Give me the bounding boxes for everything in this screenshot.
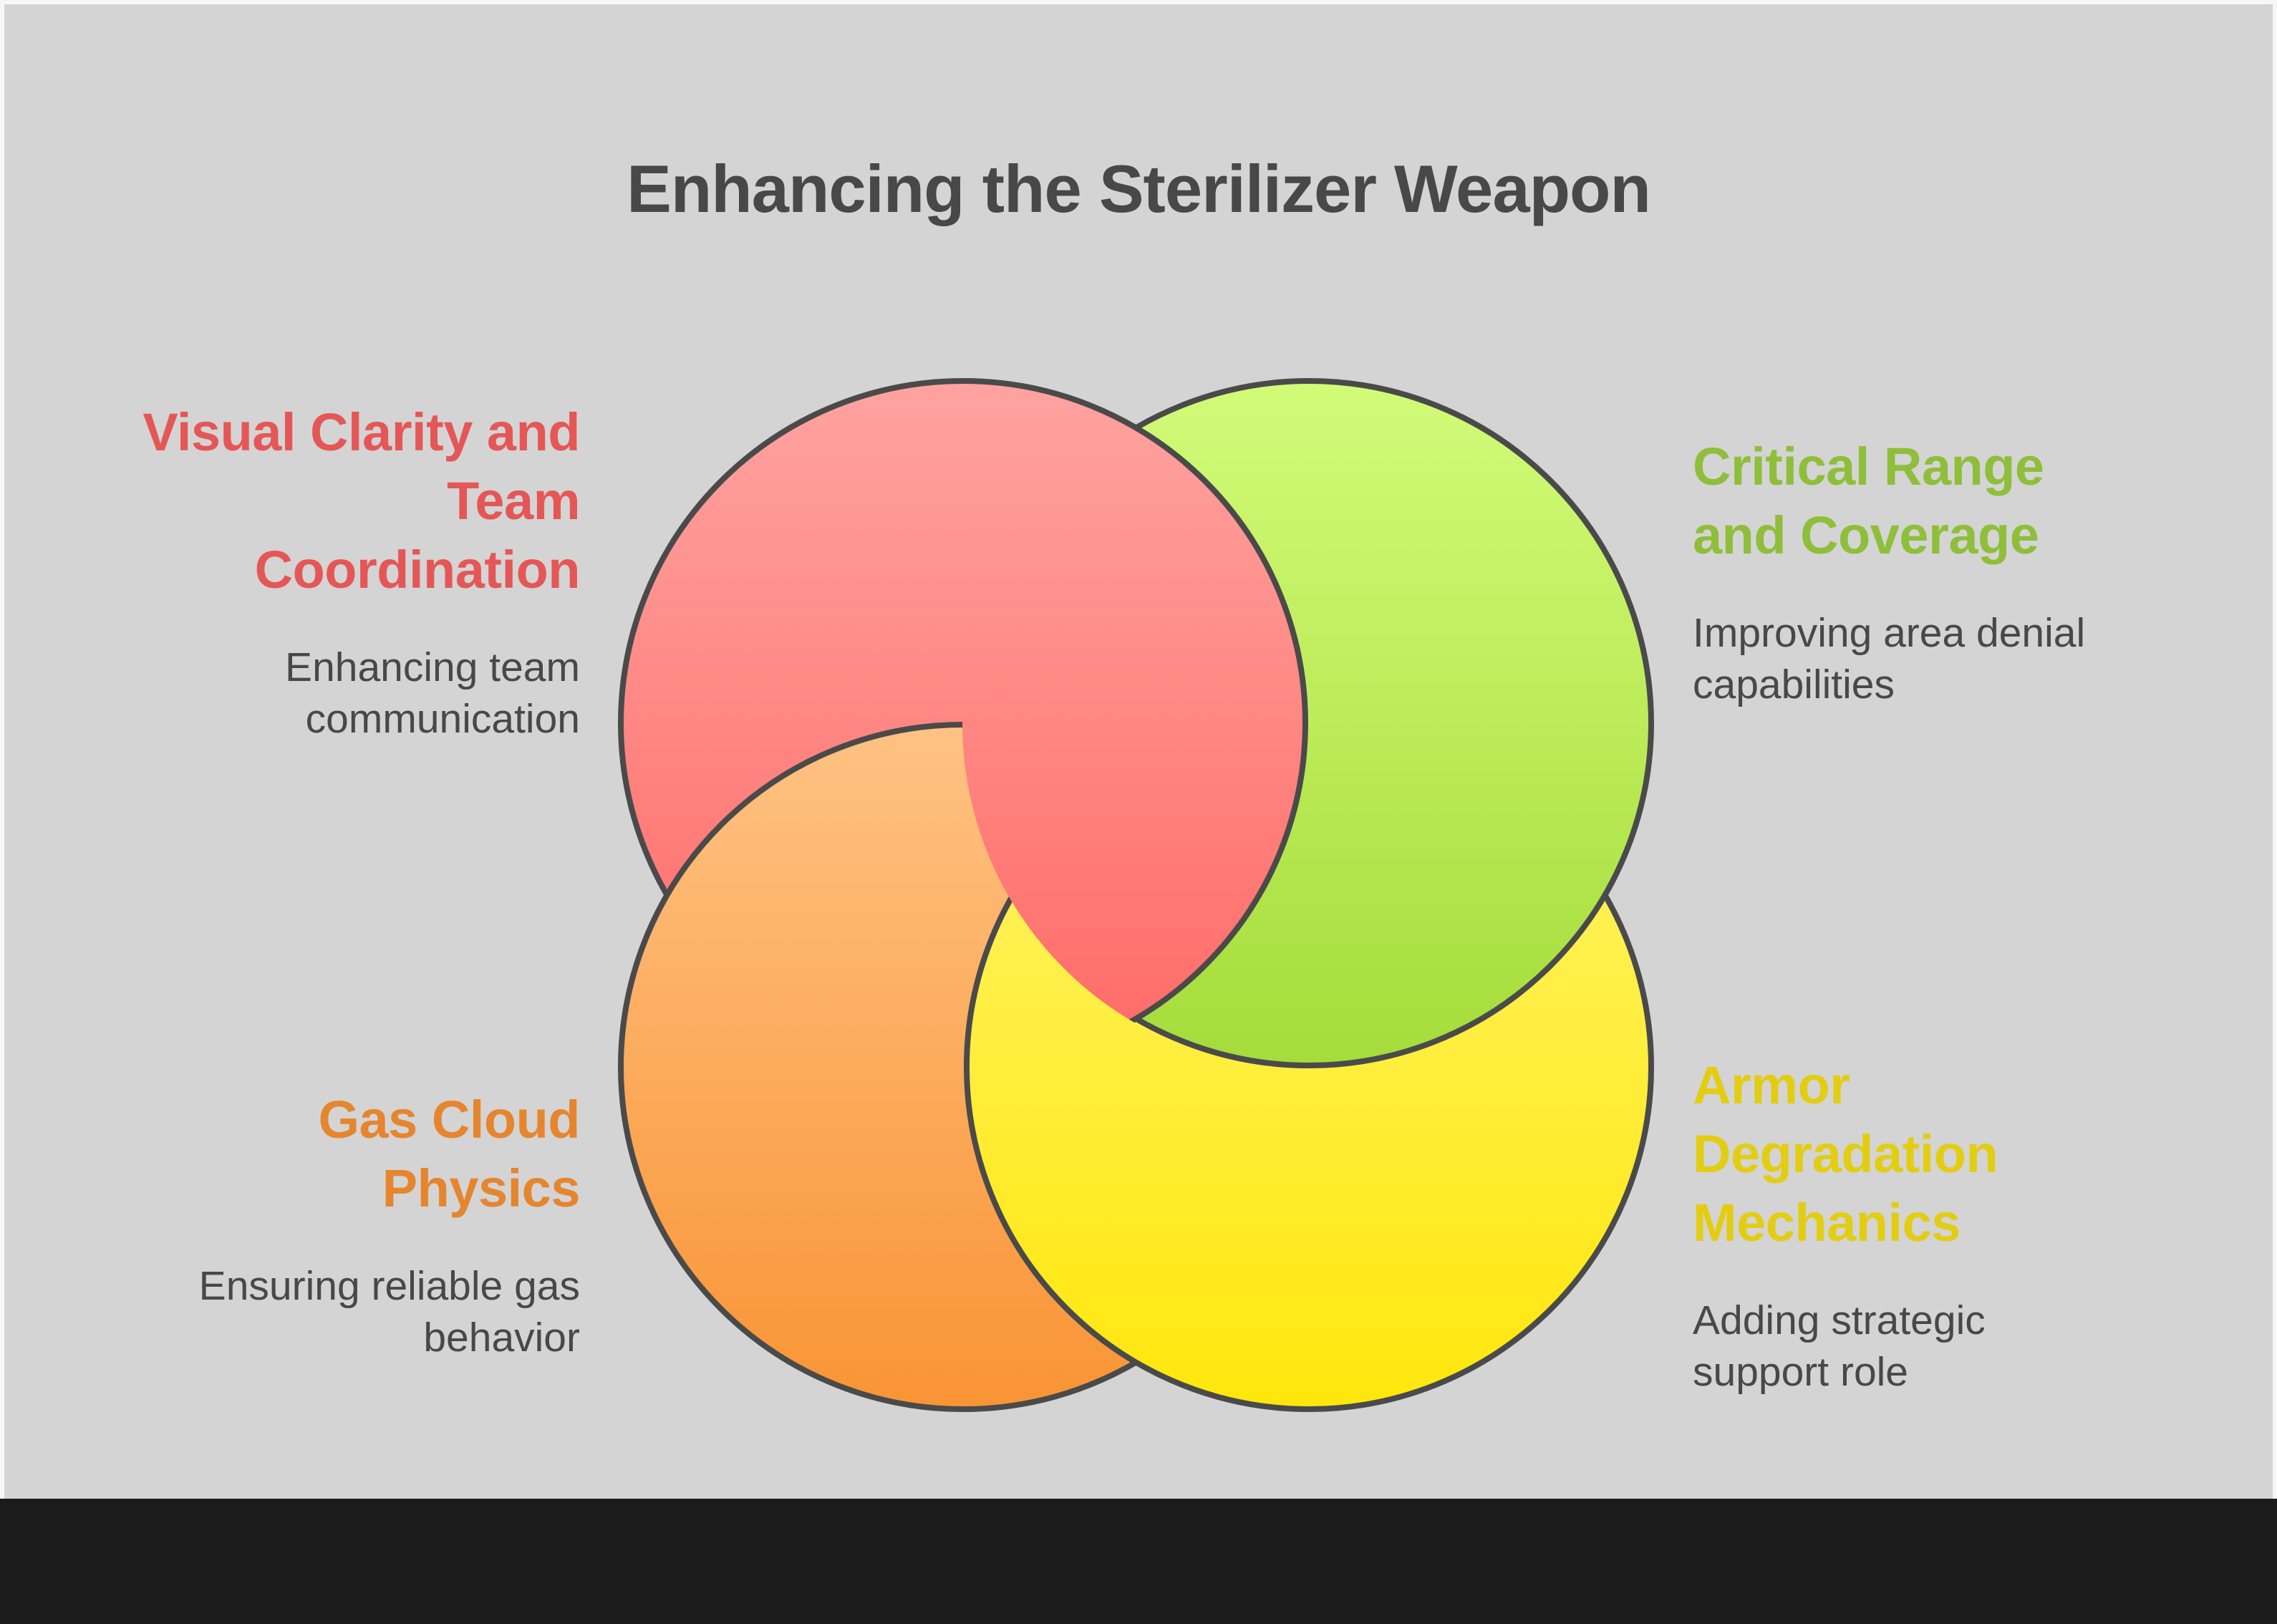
segment-green-text: Critical Range and Coverage Improving are… — [1693, 432, 2194, 710]
description-line: Adding strategic — [1693, 1297, 1986, 1343]
description-line: behavior — [423, 1315, 580, 1360]
segment-green-description: Improving area denial capabilities — [1693, 607, 2194, 710]
heading-line: Critical Range — [1693, 437, 2044, 496]
description-line: support role — [1693, 1349, 1909, 1395]
heading-line: Visual Clarity and — [142, 402, 580, 462]
heading-line: Degradation — [1693, 1124, 1998, 1184]
segment-yellow-description: Adding strategic support role — [1693, 1295, 2194, 1398]
description-line: capabilities — [1693, 662, 1895, 707]
footer-bar — [0, 1499, 2277, 1624]
heading-line: Gas Cloud — [318, 1090, 580, 1149]
description-line: Enhancing team — [285, 644, 580, 690]
description-line: Improving area denial — [1693, 610, 2086, 656]
heading-line: Team — [447, 471, 580, 531]
segment-red-description: Enhancing team communication — [79, 642, 580, 745]
diagram-title: Enhancing the Sterilizer Weapon — [627, 151, 1651, 226]
segment-green-heading: Critical Range and Coverage — [1693, 432, 2194, 570]
heading-line: Physics — [382, 1159, 581, 1218]
heading-line: Coordination — [254, 540, 581, 599]
heading-line: and Coverage — [1693, 506, 2039, 565]
segment-orange-description: Ensuring reliable gas behavior — [79, 1260, 580, 1363]
heading-line: Armor — [1693, 1055, 1850, 1115]
description-line: Ensuring reliable gas — [198, 1263, 580, 1309]
heading-line: Mechanics — [1693, 1193, 1961, 1252]
description-line: communication — [305, 696, 580, 742]
